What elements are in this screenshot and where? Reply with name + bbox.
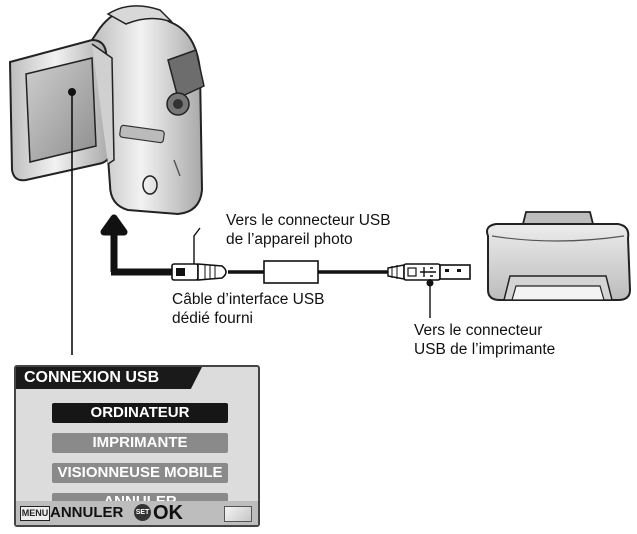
printer-illustration bbox=[486, 211, 632, 301]
menu-option-printer[interactable]: IMPRIMANTE bbox=[52, 433, 228, 453]
camcorder-illustration bbox=[8, 5, 205, 216]
menu-footer: MENU ANNULER SET OK bbox=[16, 501, 258, 525]
printer-connector-label-line1: Vers le connecteur bbox=[414, 322, 543, 339]
lcd-screen: CONNEXION USB ORDINATEUR IMPRIMANTE VISI… bbox=[14, 365, 260, 527]
usb-cable bbox=[171, 260, 471, 284]
menu-option-computer[interactable]: ORDINATEUR bbox=[52, 403, 228, 423]
set-key-icon[interactable]: SET bbox=[134, 504, 151, 521]
cable-label-line2: dédié fourni bbox=[172, 310, 254, 327]
printer-connector-label-line2: USB de l’imprimante bbox=[414, 341, 556, 358]
battery-icon bbox=[224, 506, 252, 522]
cable-label-line1: Câble d’interface USB bbox=[172, 291, 325, 308]
arrow-to-camera bbox=[100, 214, 128, 272]
camera-connector-label-line1: Vers le connecteur USB bbox=[226, 212, 391, 229]
menu-option-mobile-viewer[interactable]: VISIONNEUSE MOBILE bbox=[52, 463, 228, 483]
footer-ok-label: OK bbox=[153, 502, 183, 524]
footer-cancel-label: ANNULER bbox=[50, 504, 124, 521]
camera-connector-leader bbox=[193, 227, 201, 264]
camera-connector-label-line2: de l’appareil photo bbox=[226, 231, 353, 248]
menu-title: CONNEXION USB bbox=[16, 367, 202, 389]
menu-key-icon[interactable]: MENU bbox=[20, 506, 50, 521]
usb-connection-menu: CONNEXION USB ORDINATEUR IMPRIMANTE VISI… bbox=[8, 355, 266, 527]
